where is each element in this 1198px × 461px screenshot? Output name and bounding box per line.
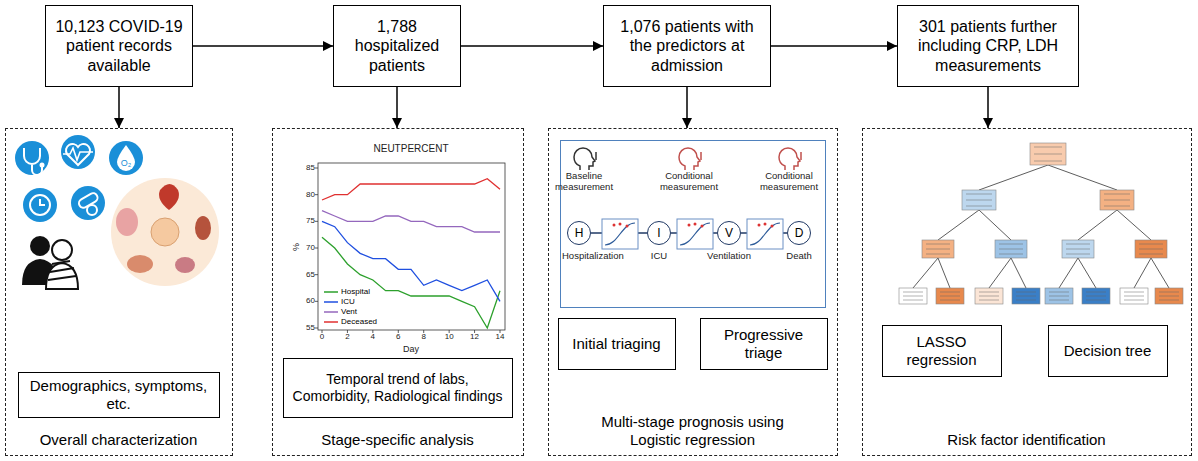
axis-label: 70: [306, 244, 315, 252]
line-chart: [315, 163, 505, 333]
legend-line: [324, 321, 338, 323]
box-label: 1,076 patients with the predictors at ad…: [609, 17, 765, 75]
axis-label: 80: [306, 191, 315, 199]
method-box: Progressive triage: [700, 318, 828, 370]
box-label: LASSO regression: [888, 333, 996, 369]
process-box: 10,123 COVID-19 patient records availabl…: [45, 5, 193, 87]
axis-label: Day: [403, 345, 419, 354]
flow-arrow: [396, 87, 398, 128]
state-circle: I: [647, 221, 671, 245]
legend-line: [324, 291, 338, 293]
panel-label: Hospitalization: [562, 251, 624, 262]
box-label: V: [725, 226, 733, 240]
box-label: 10,123 COVID-19 patient records availabl…: [51, 17, 187, 75]
axis-label: 10: [445, 333, 454, 341]
legend-line: [324, 311, 338, 313]
panel-label: Death: [786, 251, 811, 262]
flow-arrow: [118, 87, 120, 128]
patient-icon: [22, 236, 78, 289]
box-label: Temporal trend of labs, Comorbidity, Rad…: [289, 371, 507, 405]
method-box: Initial triaging: [558, 318, 676, 370]
box-label: 301 patients further including CRP, LDH …: [903, 17, 1073, 75]
box-label: I: [657, 226, 660, 240]
method-box: Demographics, symptoms, etc.: [18, 372, 220, 418]
chart-title: NEUTPERCENT: [373, 144, 448, 154]
prognosis-panel: Baseline measurementConditional measurem…: [560, 140, 826, 308]
stage-panel: Multi-stage prognosis using Logistic reg…: [548, 128, 838, 456]
legend-text: Hospital: [341, 288, 370, 296]
axis-label: 60: [306, 297, 315, 305]
flow-arrow: [987, 87, 989, 128]
flow-arrow: [193, 45, 333, 47]
flow-arrow: [461, 45, 603, 47]
axis-label: 75: [306, 217, 315, 225]
panel-label: ICU: [651, 251, 667, 262]
method-box: LASSO regression: [882, 325, 1002, 377]
axis-label: 2: [345, 333, 349, 341]
axis-label: 4: [371, 333, 375, 341]
legend-line: [324, 301, 338, 303]
axis-label: 65: [306, 271, 315, 279]
state-circle: V: [717, 221, 741, 245]
box-label: Progressive triage: [706, 326, 822, 362]
axis-label: 14: [496, 333, 505, 341]
method-box: Decision tree: [1048, 325, 1168, 377]
state-circle: H: [567, 221, 591, 245]
box-label: D: [795, 226, 804, 240]
panel-label: Ventilation: [707, 251, 751, 262]
axis-label: %: [292, 243, 301, 251]
box-label: Initial triaging: [572, 335, 660, 353]
axis-label: 6: [396, 333, 400, 341]
box-label: H: [575, 226, 584, 240]
comorbidity-diagram: [111, 178, 219, 286]
axis-label: 8: [421, 333, 425, 341]
stage-caption: Overall characterization: [14, 431, 224, 449]
panel-label: Conditional measurement: [657, 171, 721, 193]
stage-caption: Stage-specific analysis: [283, 431, 513, 449]
process-box: 1,788 hospitalized patients: [333, 5, 461, 87]
box-label: Decision tree: [1064, 342, 1152, 360]
stage-panel: Stage-specific analysis Temporal trend of…: [272, 128, 524, 456]
flow-arrow: [771, 45, 897, 47]
legend-text: Deceased: [341, 318, 377, 326]
axis-label: 0: [320, 333, 324, 341]
decision-tree: [899, 143, 1183, 304]
process-box: 1,076 patients with the predictors at ad…: [603, 5, 771, 87]
process-box: 301 patients further including CRP, LDH …: [897, 5, 1079, 87]
method-box: Temporal trend of labs, Comorbidity, Rad…: [283, 358, 513, 418]
axis-label: 85: [306, 164, 315, 172]
legend-text: ICU: [341, 298, 355, 306]
stage-caption: Risk factor identification: [912, 431, 1142, 449]
stage-caption: Multi-stage prognosis using Logistic reg…: [583, 413, 803, 449]
patient-faces: [574, 148, 801, 170]
legend-text: Vent: [341, 308, 357, 316]
stage-panel: Overall characterization Demographics, sy…: [5, 128, 233, 456]
box-label: Demographics, symptoms, etc.: [24, 377, 214, 413]
state-circle: D: [787, 221, 811, 245]
stage-panel: Risk factor identification LASSO regressi…: [862, 128, 1192, 456]
box-label: 1,788 hospitalized patients: [339, 17, 455, 75]
panel-label: Conditional measurement: [757, 171, 821, 193]
axis-label: 55: [306, 324, 315, 332]
axis-label: 12: [470, 333, 479, 341]
flow-arrow: [686, 87, 688, 128]
panel-label: Baseline measurement: [552, 171, 616, 193]
icon-label: O₂: [121, 159, 132, 168]
